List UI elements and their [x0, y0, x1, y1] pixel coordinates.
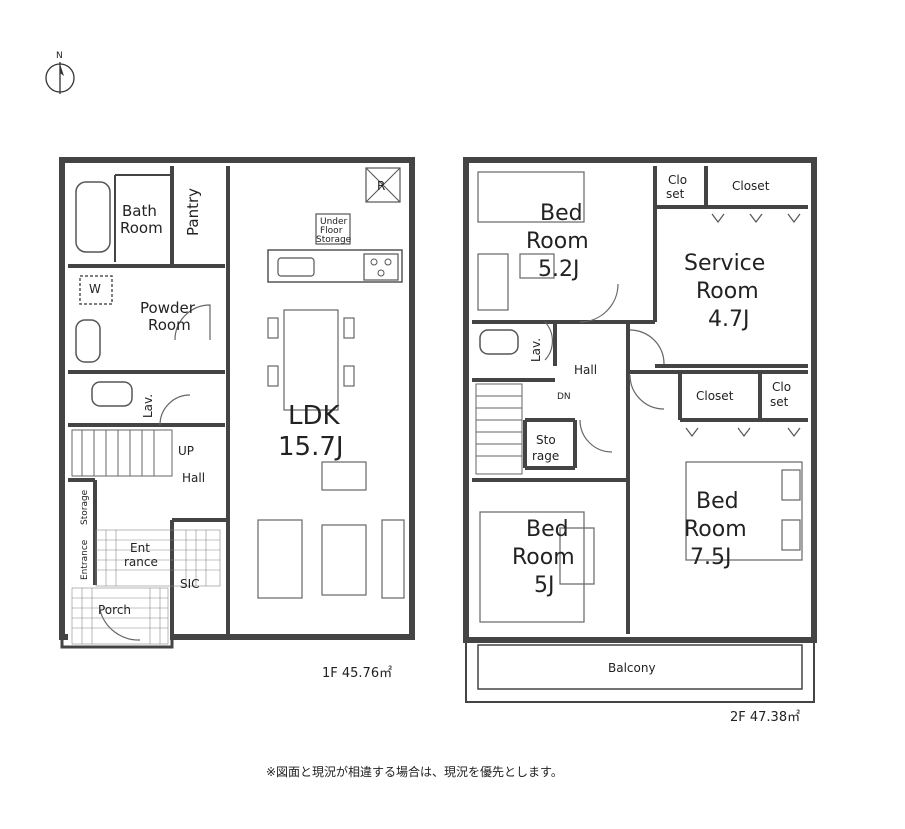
up-label: UP: [178, 444, 194, 458]
sic-label: SIC: [180, 577, 200, 591]
dn-label: DN: [557, 392, 571, 402]
floor-2-area-label: 2F 47.38㎡: [730, 710, 800, 725]
underfloor-storage-box: [315, 213, 351, 245]
service-room-label-2: Room: [696, 279, 759, 304]
floor-2-lav-label: Lav.: [529, 338, 543, 362]
balcony-outline: [465, 639, 815, 703]
bath-room-label-1: Bath: [122, 202, 157, 220]
ldk-size-label: 15.7J: [278, 432, 344, 462]
bed-room-3-label-1: Bed: [696, 489, 739, 514]
floor-1-door-swings: [99, 304, 211, 641]
storage-2-label-1: Sto: [536, 433, 556, 447]
bathtub-icon: [75, 181, 111, 253]
north-compass-icon: N: [45, 51, 75, 94]
closet-small-1-label-2: set: [666, 187, 685, 201]
floor-2-toilet-icon: [479, 329, 519, 355]
closet-1-label: Closet: [732, 179, 770, 193]
compass-north-label: N: [56, 51, 63, 61]
entrance-storage-label: Entrance: [80, 539, 90, 580]
entrance-label-2: rance: [124, 555, 158, 569]
closet-door-marks: [685, 213, 801, 437]
toilet-icon: [91, 381, 133, 407]
ldk-label: LDK: [288, 401, 341, 431]
dining-table-icon: [267, 309, 355, 411]
underfloor-label-2: Floor: [320, 226, 343, 236]
powder-sink-icon: [75, 319, 101, 363]
storage-2-label-2: rage: [532, 449, 559, 463]
powder-room-label-2: Room: [148, 316, 191, 334]
floor-1-interior-walls: [68, 166, 230, 640]
refrigerator-icon: [365, 167, 401, 203]
lav-label: Lav.: [141, 394, 155, 418]
closet-small-2-label-1: Clo: [772, 380, 791, 394]
floor-1-outer-wall: [59, 157, 415, 640]
entrance-label-1: Ent: [130, 541, 150, 555]
bed-room-2-size-label: 5J: [534, 573, 555, 598]
floor-2-hall-label: Hall: [574, 363, 597, 377]
bed-room-2-label-1: Bed: [526, 517, 569, 542]
closet-2-label: Closet: [696, 389, 734, 403]
kitchen-sink-icon: [277, 257, 315, 277]
underfloor-label-1: Under: [320, 217, 348, 227]
stove-icon: [363, 253, 399, 281]
washer-icon: [79, 275, 113, 305]
service-room-size-label: 4.7J: [708, 307, 749, 332]
bed-room-1-label-2: Room: [526, 229, 589, 254]
bed-furniture-icons: [477, 171, 803, 623]
floor-1-plan: Bath Room W Pantry R Under Floor Storage…: [59, 157, 415, 681]
floor-1-hall-label: Hall: [182, 471, 205, 485]
bed-room-3-size-label: 7.5J: [690, 545, 731, 570]
sofa-set-icon: [257, 461, 405, 599]
floor-1-stairs-icon: [71, 429, 173, 477]
powder-room-label-1: Powder: [140, 299, 196, 317]
floor-2-door-swings: [544, 283, 665, 453]
bed-room-2-label-2: Room: [512, 545, 575, 570]
kitchen-counter: [267, 249, 403, 283]
bed-room-1-size-label: 5.2J: [538, 257, 579, 282]
entrance-tile-floor: [95, 529, 221, 587]
storage-label: Storage: [80, 489, 90, 525]
floor-2-interior-walls: [472, 166, 808, 634]
floor-2-stairs-icon: [475, 383, 523, 475]
service-room-label-1: Service: [684, 251, 765, 276]
porch-tile-floor: [71, 587, 169, 645]
underfloor-label-3: Storage: [316, 235, 352, 245]
balcony-label: Balcony: [608, 661, 656, 675]
bath-room-label-2: Room: [120, 219, 163, 237]
porch-label: Porch: [98, 603, 131, 617]
closet-small-1-label-1: Clo: [668, 173, 687, 187]
refrigerator-label: R: [377, 179, 385, 193]
bed-room-3-label-2: Room: [684, 517, 747, 542]
pantry-label: Pantry: [184, 188, 202, 236]
floor-1-area-label: 1F 45.76㎡: [322, 666, 392, 681]
closet-small-2-label-2: set: [770, 395, 789, 409]
footer-note: ※図面と現況が相違する場合は、現況を優先とします。: [266, 764, 563, 779]
washer-label: W: [89, 282, 101, 296]
floor-2-plan: Bed Room 5.2J Clo set Closet Service Roo…: [463, 157, 817, 725]
bed-room-1-label-1: Bed: [540, 201, 583, 226]
